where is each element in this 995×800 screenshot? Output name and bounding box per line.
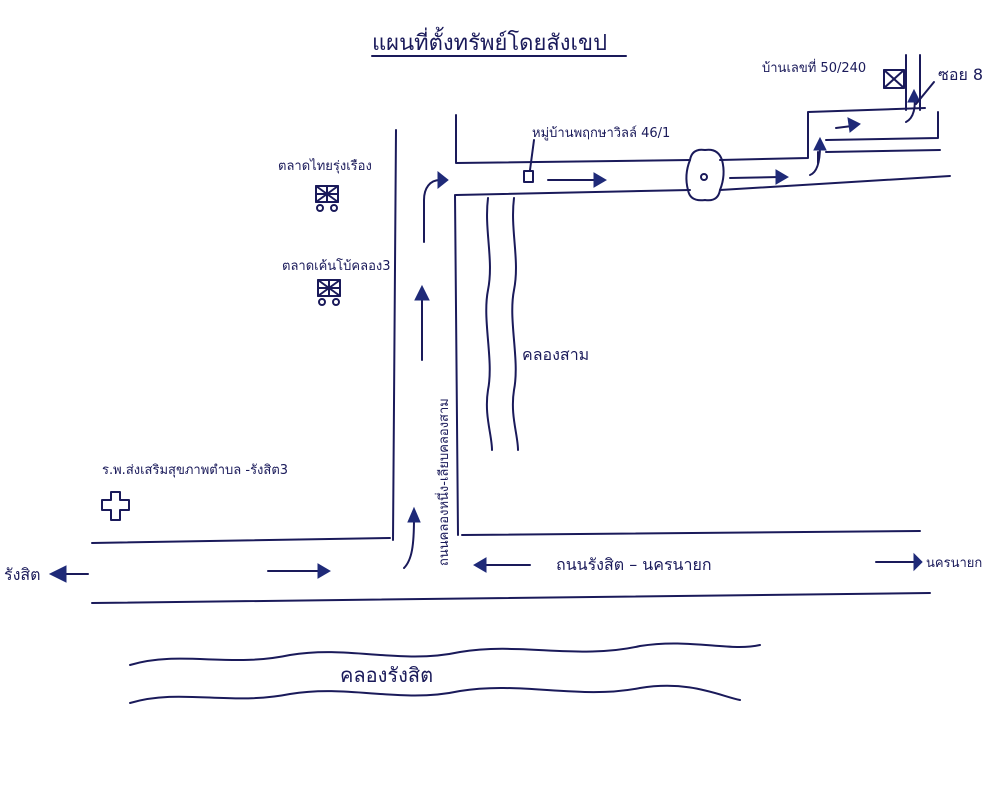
shopping-cart-icon — [315, 185, 339, 212]
arrow-icon — [775, 169, 789, 185]
arrow-icon — [48, 565, 67, 583]
village-marker — [523, 170, 534, 183]
arrow-icon — [907, 88, 921, 103]
roundabout-icon — [685, 148, 725, 202]
vertical-road — [392, 129, 459, 541]
arrow-icon — [414, 284, 430, 301]
soi-lane — [905, 54, 921, 111]
arrow-icon — [729, 176, 781, 179]
market1-label: ตลาดไทยรุ่งเรือง — [278, 158, 372, 174]
map-title: แผนที่ตั้งทรัพย์โดยสังเขป — [372, 27, 607, 56]
arrow-icon — [317, 563, 331, 579]
canal-rangsit — [129, 642, 761, 704]
canal-sam — [485, 197, 519, 451]
arrow-icon — [423, 179, 441, 243]
village-label: หมู่บ้านพฤกษาวิลล์ 46/1 — [532, 125, 670, 141]
arrow-icon — [403, 517, 415, 569]
soi-pointer — [915, 81, 935, 105]
direction-arrows — [48, 88, 923, 583]
medical-cross-icon — [101, 491, 130, 521]
house-label: บ้านเลขที่ 50/240 — [762, 59, 866, 76]
soi-label: ซอย 8 — [938, 65, 983, 84]
arrow-icon — [407, 506, 421, 523]
canal-rangsit-label: คลองรังสิต — [340, 663, 433, 687]
canal-sam-label: คลองสาม — [522, 345, 589, 364]
arrow-icon — [593, 172, 607, 188]
vertical-road-label: ถนนคลองหนึ่ง-เลียบคลองสาม — [435, 398, 452, 566]
arrow-icon — [437, 170, 449, 190]
arrow-icon — [847, 117, 861, 133]
rangsit-label: รังสิต — [4, 565, 41, 584]
village-road — [455, 107, 951, 196]
arrow-icon — [913, 552, 923, 572]
house-icon — [883, 69, 905, 89]
village-pointer — [529, 139, 535, 171]
shopping-cart-icon — [317, 279, 341, 306]
arrow-icon — [473, 557, 487, 573]
main-road — [91, 530, 931, 604]
health-label: ร.พ.ส่งเสริมสุขภาพตำบล -รังสิต3 — [102, 463, 288, 478]
market2-label: ตลาดเค้นโบ้คลอง3 — [282, 258, 391, 274]
main-road-label: ถนนรังสิต – นครนายก — [556, 555, 712, 574]
arrow-icon — [813, 136, 827, 151]
nakhon-nayok-label: นครนายก — [926, 556, 982, 571]
